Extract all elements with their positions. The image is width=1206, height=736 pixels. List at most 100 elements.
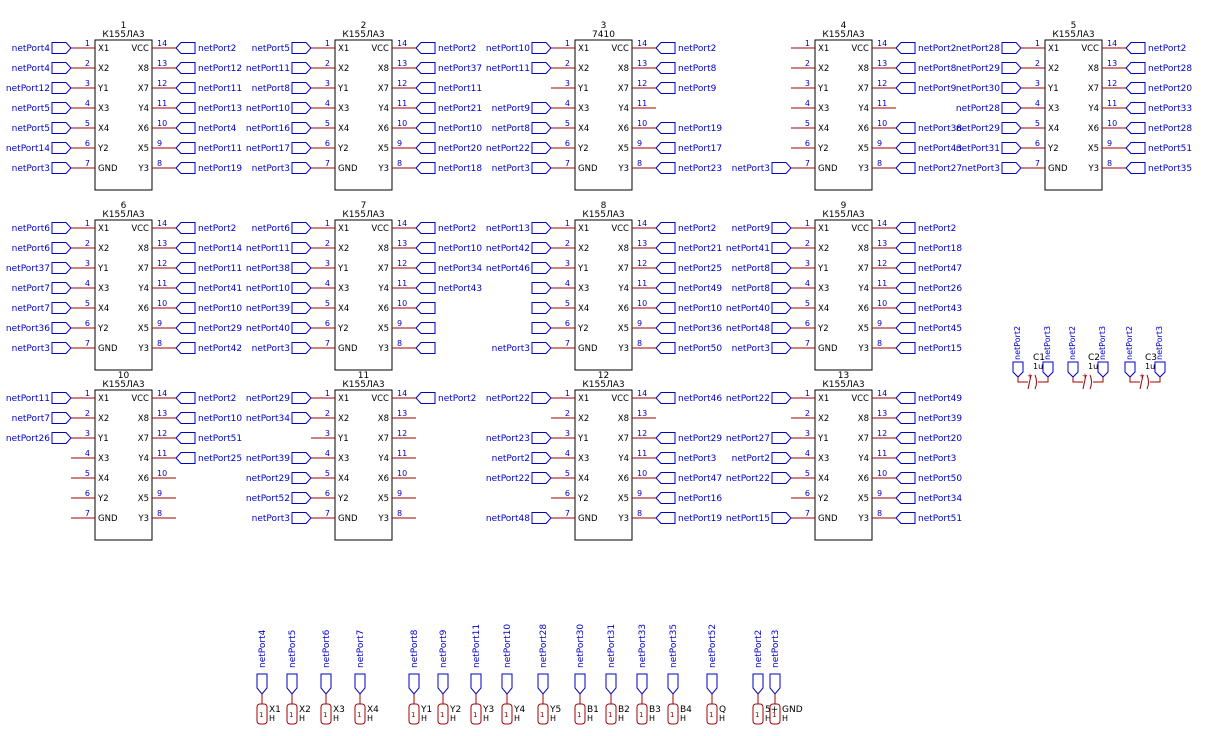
pin-number: 3	[325, 429, 330, 438]
chip-body	[574, 389, 633, 541]
net-flag	[895, 82, 916, 94]
connector-pin	[537, 703, 549, 725]
net-flag	[286, 673, 298, 695]
pin-number: 5	[325, 469, 330, 478]
net-flag	[175, 432, 196, 444]
pin-mark: 1	[540, 711, 544, 719]
net-flag	[415, 102, 436, 114]
pin-function: Y2	[97, 494, 109, 504]
pin-function: X3	[338, 454, 349, 464]
pin-number: 8	[637, 159, 642, 168]
net-label: netPort50	[918, 474, 962, 484]
net-flag	[175, 412, 196, 424]
cap-bottom-net: netPort3	[1098, 326, 1107, 360]
pin-number: 2	[565, 239, 570, 248]
pin-number: 6	[85, 489, 90, 498]
pin-number: 6	[805, 139, 810, 148]
pin-function: Y4	[377, 454, 389, 464]
net-label: netPort2	[438, 394, 476, 404]
pin-function: X1	[578, 394, 589, 404]
cap-wire	[1072, 377, 1083, 383]
net-flag	[175, 342, 196, 354]
connector-name: Y3	[482, 705, 494, 715]
chip-part: 7410	[592, 30, 615, 40]
pin-function: Y4	[857, 454, 869, 464]
chip-part: К155ЛА3	[822, 380, 864, 390]
net-label: netPort25	[198, 454, 242, 464]
pin-number: 13	[637, 409, 647, 418]
net-label: netPort22	[726, 474, 770, 484]
pin-function: Y3	[617, 344, 629, 354]
pin-number: 13	[157, 409, 167, 418]
pin-number: 8	[397, 159, 402, 168]
chip-body	[814, 219, 873, 371]
connector-name: X4	[367, 705, 379, 715]
pin-number: 10	[157, 299, 167, 308]
net-label: netPort6	[252, 224, 291, 234]
pin-function: VCC	[851, 44, 869, 54]
net-label: netPort39	[246, 304, 290, 314]
pin-function: X6	[858, 304, 869, 314]
pin-mark: 1	[670, 711, 674, 719]
net-flag	[51, 82, 72, 94]
net-flag	[895, 222, 916, 234]
net-label: netPort2	[918, 224, 956, 234]
connector-pin	[605, 703, 617, 725]
net-flag	[291, 342, 312, 354]
pin-function: X7	[138, 264, 149, 274]
net-flag	[1001, 82, 1022, 94]
pin-function: X8	[378, 244, 389, 254]
pin-number: 12	[637, 259, 647, 268]
net-label: netPort3	[492, 164, 530, 174]
net-label: netPort51	[918, 514, 962, 524]
pin-number: 12	[397, 79, 407, 88]
pin-number: 3	[85, 79, 90, 88]
pin-number: 9	[1107, 139, 1112, 148]
net-label: netPort2	[198, 224, 236, 234]
pin-function: X8	[378, 64, 389, 74]
net-label: netPort2	[198, 44, 236, 54]
net-label: netPort23	[486, 434, 530, 444]
pin-number: 11	[877, 279, 887, 288]
connector-name: B3	[649, 705, 661, 715]
net-flag	[51, 122, 72, 134]
pin-function: Y3	[377, 514, 389, 524]
pin-number: 10	[637, 299, 647, 308]
pin-function: Y2	[817, 324, 829, 334]
pin-number: 11	[157, 99, 167, 108]
net-flag	[655, 472, 676, 484]
chip-part: К155ЛА3	[342, 210, 384, 220]
net-flag	[175, 102, 196, 114]
pin-number: 6	[805, 489, 810, 498]
net-label: netPort50	[678, 344, 722, 354]
net-label: netPort20	[438, 144, 482, 154]
connector-name: Y5	[549, 705, 561, 715]
net-label: netPort29	[956, 124, 1000, 134]
pin-mark: 1	[323, 711, 327, 719]
pin-number: 14	[877, 219, 887, 228]
connector-sub: H	[333, 714, 339, 723]
pin-function: X6	[618, 304, 629, 314]
net-label: netPort49	[678, 284, 722, 294]
pin-mark: 1	[577, 711, 581, 719]
net-label: netPort10	[246, 284, 290, 294]
pin-function: X4	[338, 124, 349, 134]
pin-mark: 1	[289, 711, 293, 719]
pin-number: 8	[637, 339, 642, 348]
pin-function: VCC	[131, 394, 149, 404]
net-label: netPort4	[12, 44, 51, 54]
pin-mark: 1	[259, 711, 263, 719]
pin-function: Y3	[617, 164, 629, 174]
net-label: netPort46	[486, 264, 530, 274]
pin-number: 7	[85, 509, 90, 518]
pin-function: X8	[138, 64, 149, 74]
pin-function: X3	[578, 104, 589, 114]
net-label: netPort43	[918, 144, 962, 154]
pin-number: 2	[325, 409, 330, 418]
